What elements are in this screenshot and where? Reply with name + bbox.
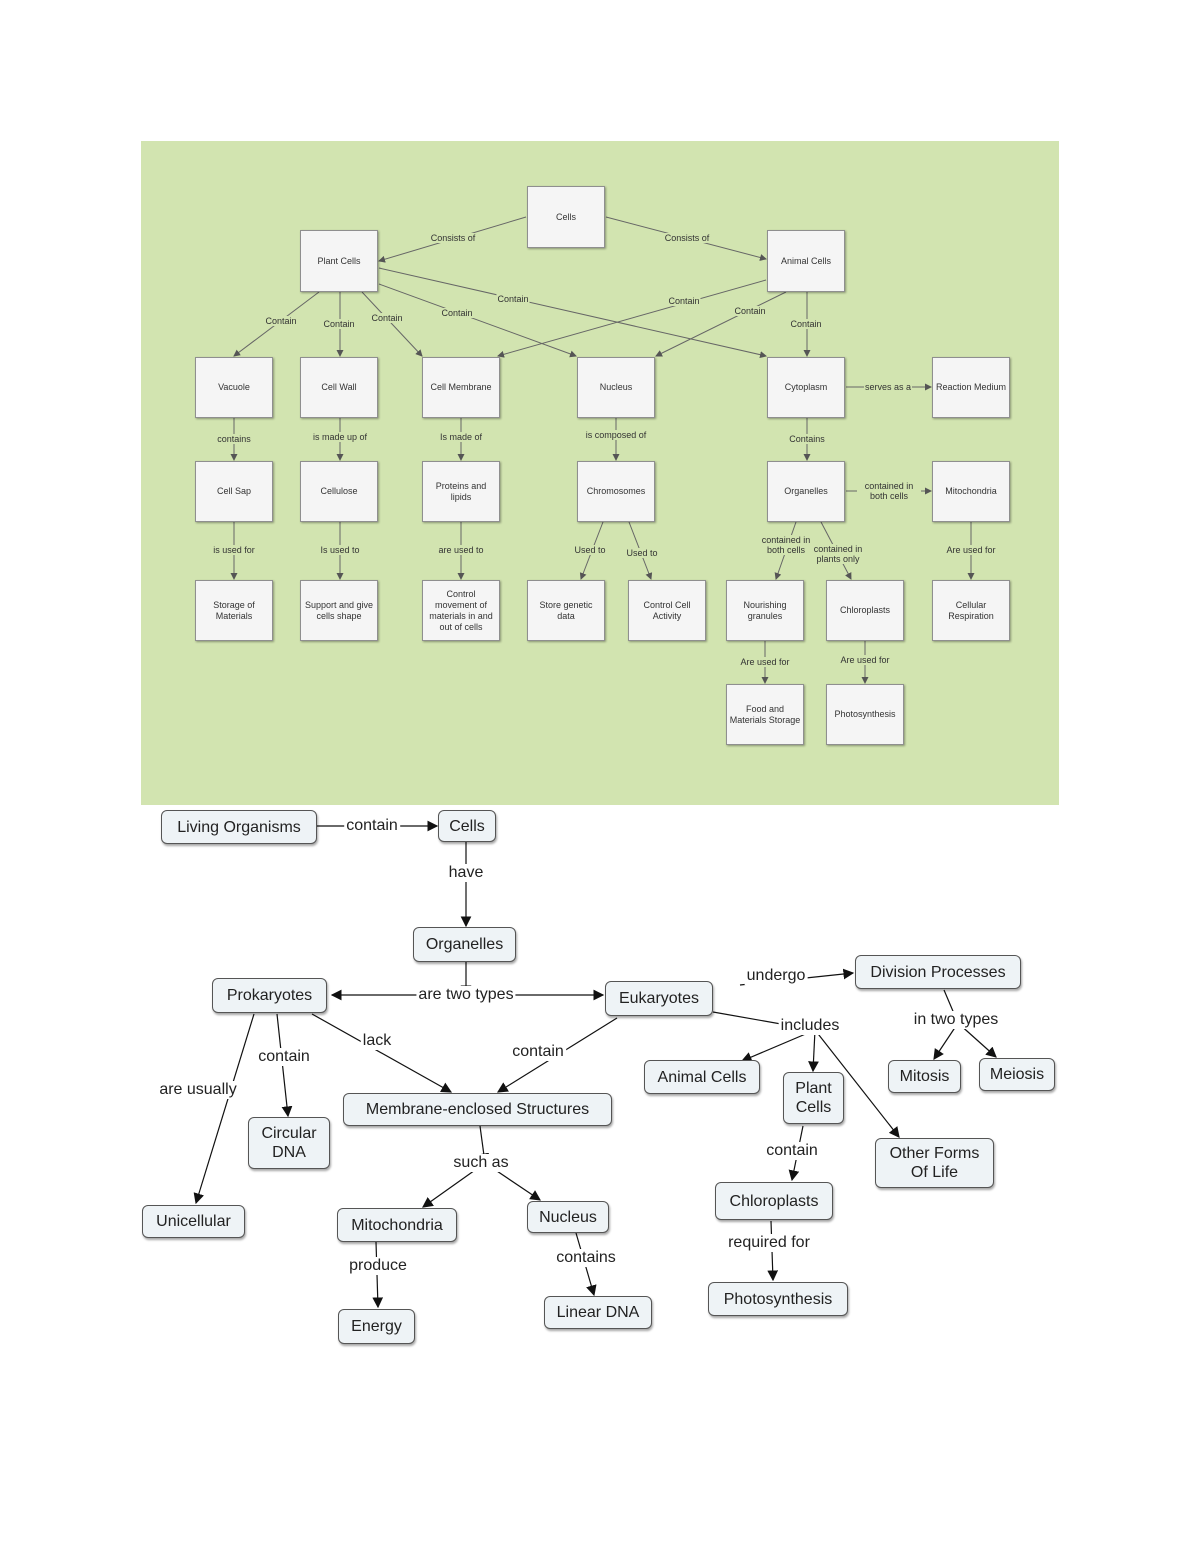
node-chloroplasts: Chloroplasts [826,580,904,641]
node-chloroplasts: Chloroplasts [715,1182,833,1220]
label-used-to-control: Used to [625,548,659,558]
node-chromosomes: Chromosomes [577,461,655,522]
label-is-used-for-sap: is used for [212,545,256,555]
label-contained-in-both-cells-2: contained in both cells [754,535,818,555]
label-have: have [446,864,486,882]
label-are-two-types: are two types [416,986,516,1004]
label-contain-cell-membrane: Contain [370,313,404,323]
label-is-used-to-cellulose: Is used to [319,545,361,555]
node-animal-cells: Animal Cells [767,230,845,292]
node-mitochondria: Mitochondria [932,461,1010,522]
label-are-used-for-granules: Are used for [739,657,791,667]
label-required-for: required for [726,1234,812,1252]
node-photosynthesis: Photosynthesis [708,1282,848,1316]
node-support-shape: Support and give cells shape [300,580,378,641]
node-mitochondria: Mitochondria [337,1208,457,1242]
label-consists-of-left: Consists of [429,233,477,243]
node-division-processes: Division Processes [855,955,1021,989]
node-nucleus: Nucleus [577,357,655,418]
cell-concept-map-top: Cells Plant Cells Animal Cells Vacuole C… [141,141,1059,805]
node-proteins-lipids: Proteins and lipids [422,461,500,522]
node-photosynthesis: Photosynthesis [826,684,904,745]
label-is-made-up-of: is made up of [311,432,369,442]
node-living-organisms: Living Organisms [161,810,317,844]
node-cytoplasm: Cytoplasm [767,357,845,418]
label-such-as: such as [451,1154,511,1172]
node-control-movement: Control movement of materials in and out… [422,580,500,641]
node-circular-dna: Circular DNA [248,1117,330,1169]
cell-concept-map-bottom: Living Organisms Cells Organelles Prokar… [0,805,1200,1365]
label-contain-eukaryotes: contain [510,1043,566,1061]
node-nourishing-granules: Nourishing granules [726,580,804,641]
label-includes: includes [778,1017,842,1035]
label-contain-vacuole: Contain [264,316,298,326]
node-energy: Energy [338,1309,415,1344]
node-plant-cells: Plant Cells [300,230,378,292]
label-contain-cytoplasm-animal: Contain [789,319,823,329]
label-lack: lack [360,1032,394,1050]
label-contains-sap: contains [216,434,252,444]
label-consists-of-right: Consists of [663,233,711,243]
node-animal-cells: Animal Cells [644,1060,760,1094]
label-contained-in-both-cells: contained in both cells [857,481,921,501]
label-is-composed-of: is composed of [584,430,648,440]
label-contain-cytoplasm-plant: Contain [496,294,530,304]
node-storage-of-materials: Storage of Materials [195,580,273,641]
label-serves-as: serves as a [863,382,913,392]
node-meiosis: Meiosis [979,1058,1055,1091]
node-cellulose: Cellulose [300,461,378,522]
node-cells: Cells [527,186,605,248]
label-contain-nucleus-plant: Contain [440,308,474,318]
node-prokaryotes: Prokaryotes [212,978,327,1013]
label-contain-cell-wall: Contain [322,319,356,329]
node-cell-membrane: Cell Membrane [422,357,500,418]
node-plant-cells: Plant Cells [783,1072,844,1124]
node-cell-wall: Cell Wall [300,357,378,418]
label-contained-in-plants-only: contained in plants only [806,544,870,564]
label-are-used-to: are used to [437,545,485,555]
node-organelles: Organelles [413,927,516,962]
node-linear-dna: Linear DNA [544,1296,652,1329]
node-cell-sap: Cell Sap [195,461,273,522]
node-vacuole: Vacuole [195,357,273,418]
node-organelles: Organelles [767,461,845,522]
label-contain-prokaryotes: contain [256,1048,312,1066]
node-control-cell-activity: Control Cell Activity [628,580,706,641]
label-contains-nucleus: contains [554,1249,618,1267]
node-membrane-enclosed-structures: Membrane-enclosed Structures [343,1093,612,1126]
label-contain-membrane-animal: Contain [667,296,701,306]
label-is-made-of: Is made of [438,432,484,442]
label-produce: produce [347,1257,409,1275]
node-mitosis: Mitosis [888,1060,961,1093]
label-are-used-for-chloroplasts: Are used for [839,655,891,665]
node-unicellular: Unicellular [142,1205,245,1238]
node-store-genetic-data: Store genetic data [527,580,605,641]
label-are-used-for-mitochondria: Are used for [945,545,997,555]
label-are-usually: are usually [157,1081,239,1099]
label-in-two-types: in two types [911,1011,1001,1029]
node-cellular-respiration: Cellular Respiration [932,580,1010,641]
label-contains-organelles: Contains [788,434,826,444]
label-undergo: undergo [744,967,808,985]
label-contain-cells: contain [344,817,400,835]
node-reaction-medium: Reaction Medium [932,357,1010,418]
node-eukaryotes: Eukaryotes [605,981,713,1016]
node-cells: Cells [438,810,496,842]
label-contain-plant-cells: contain [764,1142,820,1160]
node-other-forms-of-life: Other Forms Of Life [875,1138,994,1188]
node-nucleus: Nucleus [527,1201,609,1233]
label-contain-nucleus-animal: Contain [733,306,767,316]
node-food-storage: Food and Materials Storage [726,684,804,745]
label-used-to-store: Used to [573,545,607,555]
